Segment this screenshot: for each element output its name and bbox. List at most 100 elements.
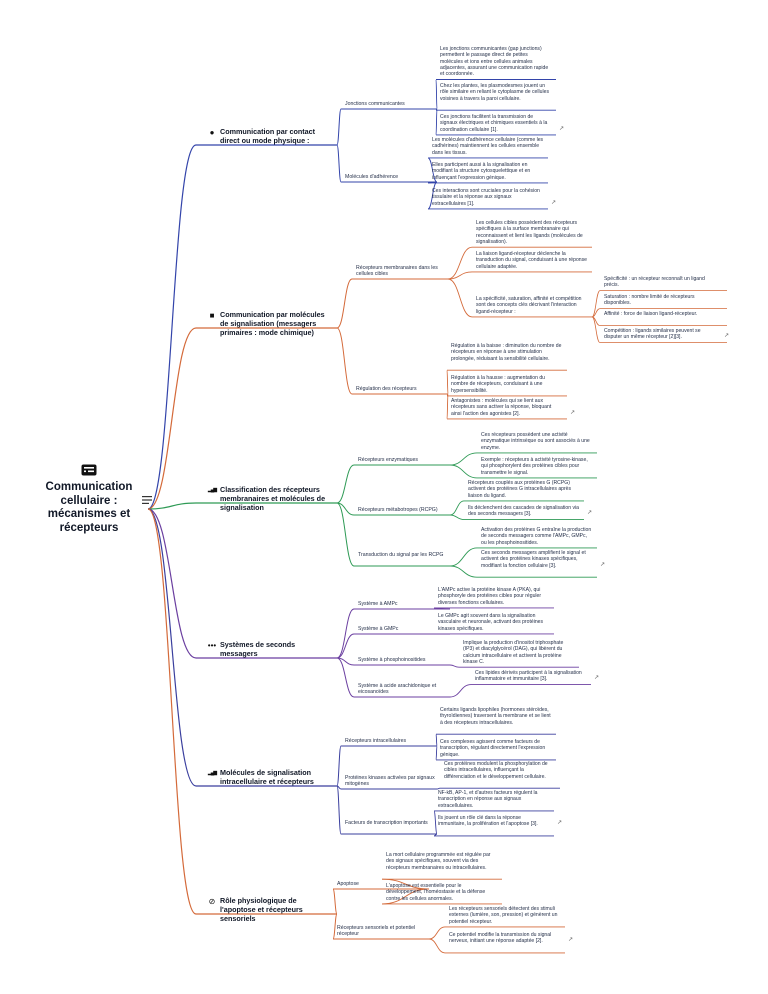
branch-title: Communication par molécules de signalisa…: [220, 310, 325, 337]
message-icon: ■: [209, 311, 215, 320]
branch-node[interactable]: ▂▄▆Classification des récepteurs membran…: [206, 485, 331, 512]
external-link-icon[interactable]: ↗: [569, 409, 575, 416]
leaf-text: Exemple : récepteurs à activité tyrosine…: [481, 457, 588, 476]
leaf-node: Régulation à la baisse : diminution du n…: [451, 343, 563, 362]
branch-node[interactable]: ■ Communication par molécules de signalis…: [206, 310, 331, 337]
leaf-text: La spécificité, saturation, affinité et …: [476, 296, 582, 315]
sub-node[interactable]: Jonctions communicantes: [345, 101, 437, 107]
leaf-node: Activation des protéines G entraîne la p…: [481, 527, 593, 546]
sub-label: Facteurs de transcription importants: [345, 820, 428, 826]
leaf-node: Ces lipides dérivés participent à la sig…: [475, 670, 599, 683]
leaf-node: Saturation : nombre limité de récepteurs…: [604, 294, 719, 307]
leaf-node: L'AMPc active la protéine kinase A (PKA)…: [438, 587, 550, 606]
leaf-text: L'AMPc active la protéine kinase A (PKA)…: [438, 587, 542, 606]
leaf-node: Ces seconds messagers amplifient le sign…: [481, 550, 605, 569]
external-link-icon[interactable]: ↗: [723, 333, 729, 340]
leaf-text: Les cellules cibles possèdent des récept…: [476, 220, 583, 245]
leaf-text: Ces complexes agissent comme facteurs de…: [440, 739, 546, 758]
leaf-text: Ils jouent un rôle clé dans la réponse i…: [438, 815, 538, 828]
sub-node[interactable]: Protéines kinases activées par signaux m…: [345, 775, 437, 788]
sub-label: Récepteurs métabotropes (RCPG): [358, 507, 438, 513]
menu-icon[interactable]: [142, 496, 152, 504]
sub-label: Molécules d'adhérence: [345, 174, 399, 180]
sub-node[interactable]: Système à phosphoinositides: [358, 657, 450, 663]
leaf-node: Affinité : force de liaison ligand-récep…: [604, 311, 719, 317]
leaf-node: Ces jonctions facilitent la transmission…: [440, 114, 564, 133]
eye-off-icon: ⊘: [208, 897, 216, 906]
leaf-node: Régulation à la hausse : augmentation du…: [451, 375, 563, 394]
leaf-node: La spécificité, saturation, affinité et …: [476, 296, 588, 315]
sub-label: Système à AMPc: [358, 601, 398, 607]
sub-label: Système à acide arachidonique et eicosan…: [358, 683, 437, 696]
leaf-text: Le GMPc agit souvent dans la signalisati…: [438, 613, 544, 632]
sub-label: Récepteurs membranaires dans les cellule…: [356, 265, 438, 278]
leaf-text: Ces seconds messagers amplifient le sign…: [481, 550, 586, 569]
sub-node[interactable]: Système à GMPc: [358, 626, 450, 632]
leaf-text: Affinité : force de liaison ligand-récep…: [604, 311, 698, 317]
leaf-node: Exemple : récepteurs à activité tyrosine…: [481, 457, 593, 476]
leaf-node: Compétition : ligands similaires peuvent…: [604, 328, 729, 341]
branch-title: Classification des récepteurs membranair…: [220, 485, 326, 512]
sub-node[interactable]: Transduction du signal par les RCPG: [358, 552, 450, 558]
leaf-node: Ils déclenchent des cascades de signalis…: [468, 505, 592, 518]
sub-node[interactable]: Récepteurs enzymatiques: [358, 457, 450, 463]
leaf-node: Ils jouent un rôle clé dans la réponse i…: [438, 815, 562, 828]
sub-node[interactable]: Récepteurs sensoriels et potentiel récep…: [337, 925, 429, 938]
leaf-text: Les récepteurs sensoriels détectent des …: [449, 906, 558, 925]
sub-node[interactable]: Récepteurs membranaires dans les cellule…: [356, 265, 448, 278]
leaf-node: La liaison ligand-récepteur déclenche la…: [476, 251, 588, 270]
leaf-text: Activation des protéines G entraîne la p…: [481, 527, 592, 546]
external-link-icon[interactable]: ↗: [593, 675, 599, 682]
sub-label: Régulation des récepteurs: [356, 386, 417, 392]
external-link-icon[interactable]: ↗: [567, 937, 573, 944]
sub-node[interactable]: Récepteurs métabotropes (RCPG): [358, 507, 450, 513]
branch-title: Communication par contact direct ou mode…: [220, 127, 316, 145]
branch-node[interactable]: ⊘ Rôle physiologique de l'apoptose et réc…: [206, 896, 331, 923]
branch-node[interactable]: ● Communication par contact direct ou mod…: [206, 127, 331, 145]
leaf-text: Saturation : nombre limité de récepteurs…: [604, 294, 695, 307]
sub-node[interactable]: Régulation des récepteurs: [356, 386, 448, 392]
sub-node[interactable]: Apoptose: [337, 881, 429, 887]
leaf-node: Ces récepteurs possèdent une activité en…: [481, 432, 593, 451]
leaf-node: Ces complexes agissent comme facteurs de…: [440, 739, 552, 758]
leaf-node: Le GMPc agit souvent dans la signalisati…: [438, 613, 550, 632]
leaf-node: Implique la production d'inositol tripho…: [463, 640, 575, 665]
sub-label: Protéines kinases activées par signaux m…: [345, 775, 435, 788]
leaf-node: Ces protéines modulent la phosphorylatio…: [444, 761, 556, 780]
leaf-text: Ces récepteurs possèdent une activité en…: [481, 432, 590, 451]
leaf-node: Antagonistes : molécules qui se lient au…: [451, 398, 575, 417]
leaf-text: Ce potentiel modifie la transmission du …: [449, 932, 552, 945]
root-node[interactable]: Communication cellulaire : mécanismes et…: [40, 464, 152, 535]
sub-node[interactable]: Molécules d'adhérence: [345, 174, 437, 180]
sub-node[interactable]: Système à acide arachidonique et eicosan…: [358, 683, 450, 696]
chat-bubble-icon: ●: [209, 128, 215, 137]
sub-node[interactable]: Facteurs de transcription importants: [345, 820, 437, 826]
sub-node[interactable]: Récepteurs intracellulaires: [345, 738, 437, 744]
leaf-text: La mort cellulaire programmée est régulé…: [386, 852, 491, 871]
branch-title: Rôle physiologique de l'apoptose et réce…: [220, 896, 303, 923]
root-title: Communication cellulaire : mécanismes et…: [45, 481, 133, 534]
leaf-text: Ils déclenchent des cascades de signalis…: [468, 505, 579, 518]
leaf-text: Ces protéines modulent la phosphorylatio…: [444, 761, 548, 780]
branch-node[interactable]: ▂▄▆Molécules de signalisation intracellu…: [206, 768, 331, 786]
chat-dots-icon: •••: [207, 641, 217, 650]
keyboard-icon: [81, 464, 97, 476]
sub-label: Apoptose: [337, 881, 359, 887]
external-link-icon[interactable]: ↗: [599, 561, 605, 568]
leaf-text: Antagonistes : molécules qui se lient au…: [451, 398, 552, 417]
sub-node[interactable]: Système à AMPc: [358, 601, 450, 607]
leaf-node: L'apoptose est essentielle pour le dével…: [386, 883, 498, 902]
signal-bars-icon: ▂▄▆: [207, 770, 217, 776]
branch-node[interactable]: •••Systèmes de seconds messagers: [206, 640, 331, 658]
leaf-text: Récepteurs couplés aux protéines G (RCPG…: [468, 480, 572, 499]
external-link-icon[interactable]: ↗: [556, 820, 562, 827]
external-link-icon[interactable]: ↗: [586, 510, 592, 517]
leaf-text: Les jonctions communicantes (gap junctio…: [440, 46, 549, 78]
external-link-icon[interactable]: ↗: [550, 199, 556, 206]
leaf-text: Les molécules d'adhérence cellulaire (co…: [432, 137, 544, 156]
leaf-text: Ces jonctions facilitent la transmission…: [440, 114, 548, 133]
leaf-node: Ce potentiel modifie la transmission du …: [449, 932, 573, 945]
leaf-node: Chez les plantes, les plasmodesmes jouen…: [440, 83, 552, 102]
external-link-icon[interactable]: ↗: [558, 125, 564, 132]
